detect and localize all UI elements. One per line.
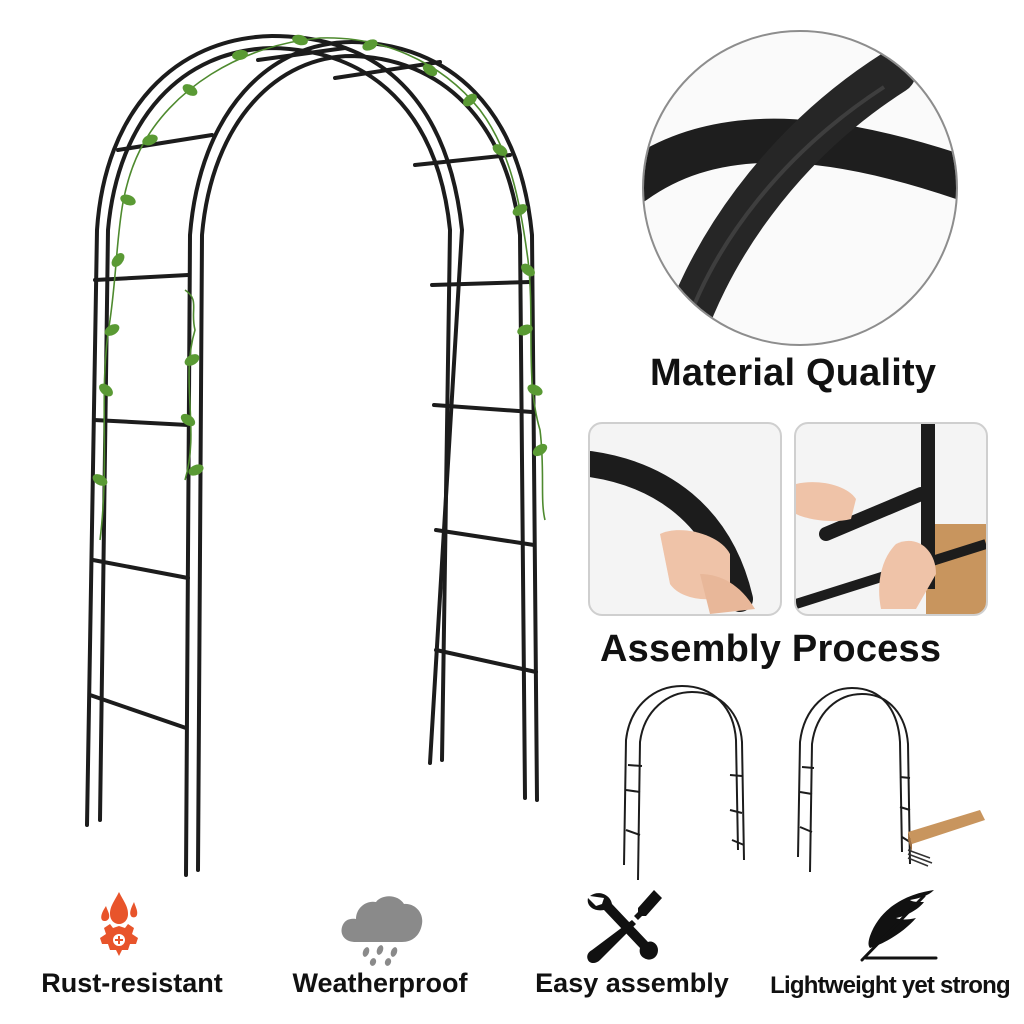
- feature-label-rust-resistant: Rust-resistant: [41, 968, 223, 998]
- rain-cloud-icon: [341, 896, 423, 966]
- arch-diagram-packaged: [797, 686, 985, 873]
- material-closeup-photo: [642, 30, 958, 346]
- feature-label-weatherproof: Weatherproof: [292, 968, 468, 998]
- feature-label-lightweight: Lightweight yet strong: [770, 972, 1011, 999]
- material-quality-heading: Material Quality: [650, 352, 937, 394]
- rust-resistant-icon: [100, 892, 138, 956]
- assembling-rungs-photo: [794, 422, 988, 616]
- assembly-process-heading: Assembly Process: [600, 628, 942, 670]
- wrench-screwdriver-icon: [587, 890, 662, 963]
- arch-diagram-assembled: [623, 684, 745, 881]
- feather-icon: [860, 890, 938, 962]
- garden-arch-main: [85, 33, 548, 877]
- feature-label-easy-assembly: Easy assembly: [535, 968, 729, 998]
- bending-tube-photo: [588, 422, 782, 616]
